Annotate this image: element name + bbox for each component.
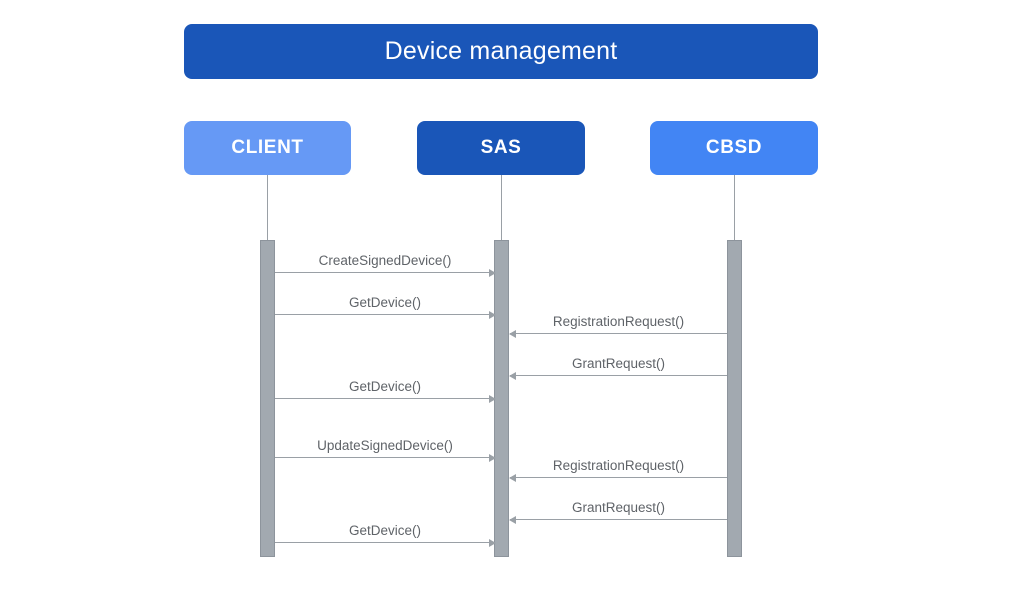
arrow-head-icon (509, 473, 516, 482)
participant-label: CBSD (705, 137, 763, 158)
message-client-to-sas[interactable]: UpdateSignedDevice() (275, 438, 496, 462)
lifeline-cbsd (734, 175, 735, 240)
message-label: RegistrationRequest() (552, 314, 685, 329)
arrow-head-icon (489, 268, 496, 277)
message-client-to-sas[interactable]: GetDevice() (275, 523, 496, 547)
arrow-head-icon (509, 371, 516, 380)
diagram-title-banner: Device management (184, 24, 818, 79)
arrow-head-icon (489, 310, 496, 319)
message-cbsd-to-sas[interactable]: RegistrationRequest() (509, 314, 727, 338)
activation-bar-client (260, 240, 275, 557)
activation-bar-sas (494, 240, 509, 557)
participant-box-cbsd[interactable]: CBSD (650, 121, 818, 175)
message-label: GrantRequest() (571, 500, 666, 515)
message-cbsd-to-sas[interactable]: GrantRequest() (509, 356, 727, 380)
arrow-head-icon (489, 394, 496, 403)
message-label: GetDevice() (348, 523, 421, 538)
participant-label: SAS (480, 137, 522, 158)
message-client-to-sas[interactable]: GetDevice() (275, 295, 496, 319)
message-client-to-sas[interactable]: CreateSignedDevice() (275, 253, 496, 277)
message-label: GrantRequest() (571, 356, 666, 371)
arrow-head-icon (489, 453, 496, 462)
lifeline-client (267, 175, 268, 240)
lifeline-sas (501, 175, 502, 240)
participant-box-sas[interactable]: SAS (417, 121, 585, 175)
message-label: GetDevice() (348, 379, 421, 394)
message-client-to-sas[interactable]: GetDevice() (275, 379, 496, 403)
diagram-title: Device management (384, 37, 618, 65)
message-label: UpdateSignedDevice() (317, 438, 453, 453)
arrow-head-icon (509, 329, 516, 338)
participant-label: CLIENT (231, 137, 304, 158)
activation-bar-cbsd (727, 240, 742, 557)
message-label: RegistrationRequest() (552, 458, 685, 473)
message-label: CreateSignedDevice() (318, 253, 452, 268)
participant-box-client[interactable]: CLIENT (184, 121, 351, 175)
message-label: GetDevice() (348, 295, 421, 310)
message-cbsd-to-sas[interactable]: RegistrationRequest() (509, 458, 727, 482)
arrow-head-icon (489, 538, 496, 547)
message-cbsd-to-sas[interactable]: GrantRequest() (509, 500, 727, 524)
arrow-head-icon (509, 515, 516, 524)
